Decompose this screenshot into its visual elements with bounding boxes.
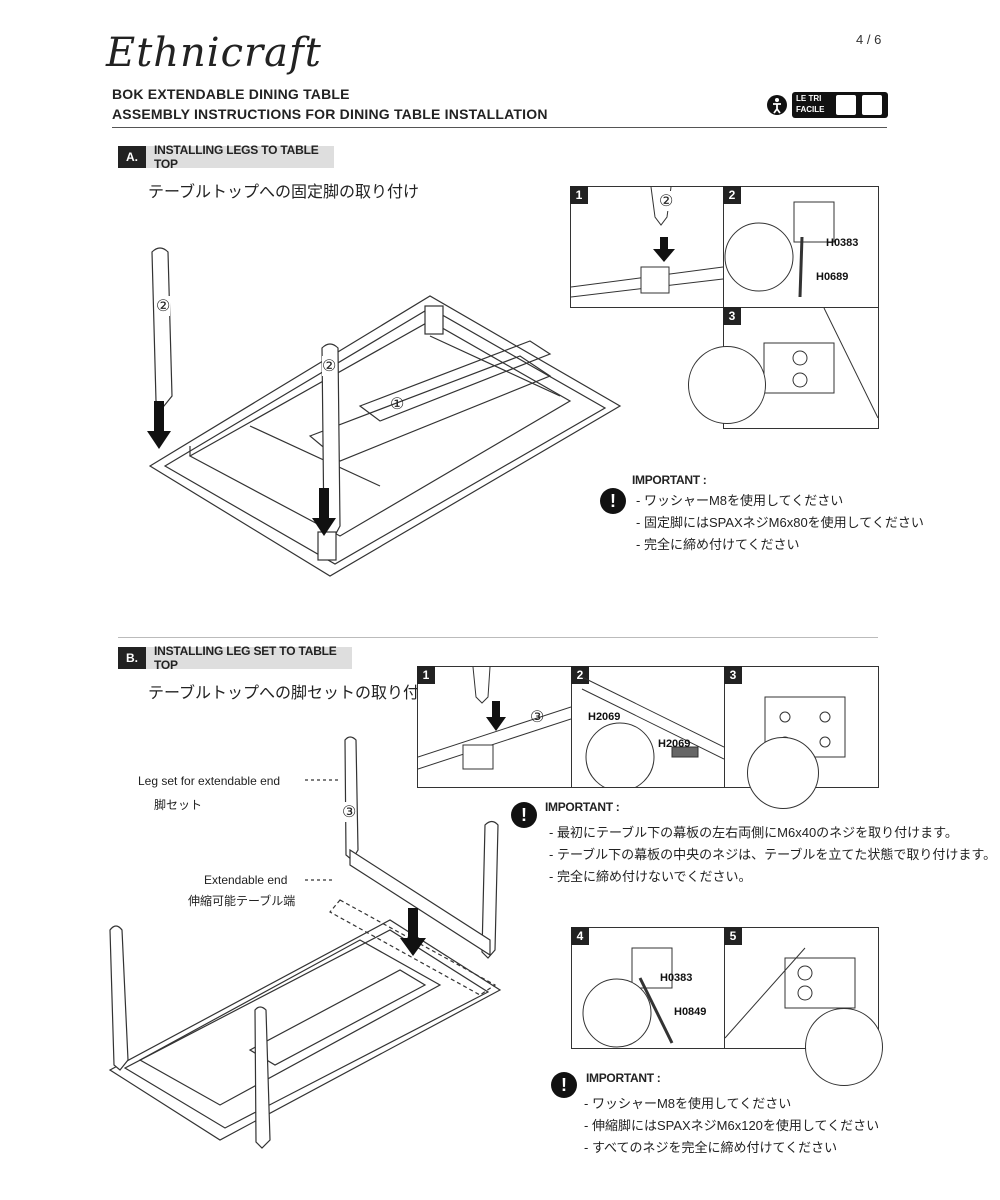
important-title: IMPORTANT :: [632, 473, 707, 487]
step-b3-panel: 3: [724, 666, 879, 809]
note-item: - 最初にテーブル下の幕板の左右両側にM6x40のネジを取り付けます。: [549, 825, 958, 840]
part-code: H0383: [660, 972, 693, 984]
callout-1: ①: [390, 396, 405, 413]
accessibility-icon: [766, 94, 788, 116]
step-b4-panel: 4 H0383 H0849: [571, 927, 725, 1049]
zoom-detail: [688, 346, 766, 424]
step-a3-panel: 3: [688, 307, 879, 429]
section-b-letter: B.: [118, 647, 146, 669]
step-b1-panel: 1 ③: [417, 666, 572, 788]
leg-set-label-en: Leg set for extendable end: [138, 774, 281, 788]
le-tri-badge: LE TRI FACILE: [792, 92, 888, 118]
step-number: 5: [724, 927, 742, 945]
brand-logo: Ethnicraft: [106, 30, 322, 76]
section-a-header: A. INSTALLING LEGS TO TABLE TOP: [118, 143, 334, 171]
section-b-header: B. INSTALLING LEG SET TO TABLE TOP: [118, 644, 352, 672]
section-a-label: INSTALLING LEGS TO TABLE TOP: [154, 143, 319, 171]
note-item: - 完全に締め付けないでください。: [549, 869, 752, 884]
step-number: 1: [570, 186, 588, 204]
callout-3: ③: [530, 709, 545, 726]
extendable-end-label-en: Extendable end: [204, 873, 288, 887]
warning-icon: !: [551, 1072, 577, 1098]
leg-set-label-jp: 脚セット: [154, 798, 203, 812]
step-b2-panel: 2 H2069 H2069: [571, 666, 725, 788]
step-a2-panel: 2 H0383 H0689: [723, 186, 879, 308]
step-b5-panel: 5: [724, 927, 883, 1086]
section-b-label: INSTALLING LEG SET TO TABLE TOP: [154, 644, 337, 672]
part-code: H2069: [588, 711, 621, 723]
important-title: IMPORTANT :: [545, 800, 620, 814]
warning-icon: !: [600, 488, 626, 514]
callout-2: ②: [156, 296, 171, 316]
note-item: - テーブル下の幕板の中央のネジは、テーブルを立てた状態で取り付けます。: [549, 847, 997, 862]
page-number: 4 / 6: [856, 32, 882, 47]
callout-2: ②: [322, 356, 337, 376]
warning-icon: !: [511, 802, 537, 828]
section-a-letter: A.: [118, 146, 146, 168]
product-title: BOK EXTENDABLE DINING TABLE: [112, 86, 350, 102]
part-code: H0849: [674, 1006, 707, 1018]
note-item: - ワッシャーM8を使用してください: [584, 1096, 792, 1111]
bin-icon: [862, 95, 882, 115]
part-code: H0689: [816, 271, 849, 283]
section-a-jp-title: テーブルトップへの固定脚の取り付け: [148, 184, 420, 201]
note-item: - 完全に締め付けてください: [636, 537, 800, 552]
note-item: - 固定脚にはSPAXネジM6x80を使用してください: [636, 515, 924, 530]
section-b-jp-title: テーブルトップへの脚セットの取り付け: [148, 685, 436, 702]
zoom-detail: [805, 1008, 883, 1086]
important-notes: - 最初にテーブル下の幕板の左右両側にM6x40のネジを取り付けます。 - テー…: [549, 822, 996, 888]
header-divider: [112, 127, 887, 128]
step-number: 3: [724, 666, 742, 684]
important-title: IMPORTANT :: [586, 1071, 661, 1085]
step-number: 2: [723, 186, 741, 204]
extendable-end-label-jp: 伸縮可能テーブル端: [188, 894, 296, 908]
recycling-logo: LE TRI FACILE: [766, 92, 888, 118]
callout-2: ②: [659, 191, 674, 211]
note-item: - すべてのネジを完全に締め付けてください: [584, 1140, 838, 1155]
important-notes: - ワッシャーM8を使用してください - 固定脚にはSPAXネジM6x80を使用…: [636, 490, 924, 556]
section-divider: [118, 637, 878, 638]
callout-3: ③: [342, 802, 357, 822]
table-top-legs-illustration: ② ② ①: [130, 236, 630, 586]
step-number: 4: [571, 927, 589, 945]
part-code: H0383: [826, 237, 859, 249]
step-number: 1: [417, 666, 435, 684]
zoom-detail: [747, 737, 819, 809]
paper-icon: [836, 95, 856, 115]
document-subtitle: ASSEMBLY INSTRUCTIONS FOR DINING TABLE I…: [112, 106, 548, 122]
part-code: H2069: [658, 738, 691, 750]
leg-set-illustration: ③: [100, 730, 520, 1150]
step-number: 2: [571, 666, 589, 684]
step-a1-panel: 1 ②: [570, 186, 724, 308]
important-notes: - ワッシャーM8を使用してください - 伸縮脚にはSPAXネジM6x120を使…: [584, 1093, 879, 1159]
note-item: - ワッシャーM8を使用してください: [636, 493, 844, 508]
step-number: 3: [723, 307, 741, 325]
note-item: - 伸縮脚にはSPAXネジM6x120を使用してください: [584, 1118, 880, 1133]
